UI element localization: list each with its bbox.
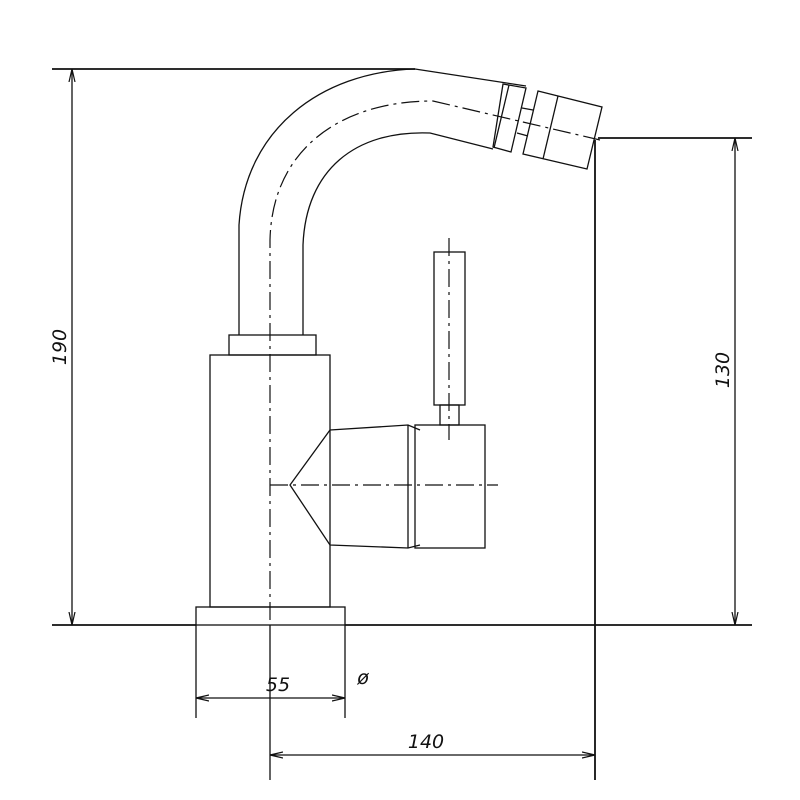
dimension-label-190: 190	[49, 329, 71, 365]
dimension-label-130: 130	[712, 352, 734, 388]
dimension-130: 130	[712, 138, 735, 625]
spout	[238, 68, 601, 620]
diameter-symbol: ø	[356, 667, 369, 689]
dimension-140: 140	[270, 731, 595, 755]
dimension-label-55: 55	[266, 674, 290, 696]
dimension-55: 55 ø	[196, 667, 369, 698]
dimension-label-140: 140	[408, 731, 444, 753]
extension-lines	[52, 68, 752, 780]
nozzle	[492, 83, 603, 170]
dimension-190: 190	[49, 69, 72, 625]
faucet-body	[195, 238, 498, 626]
